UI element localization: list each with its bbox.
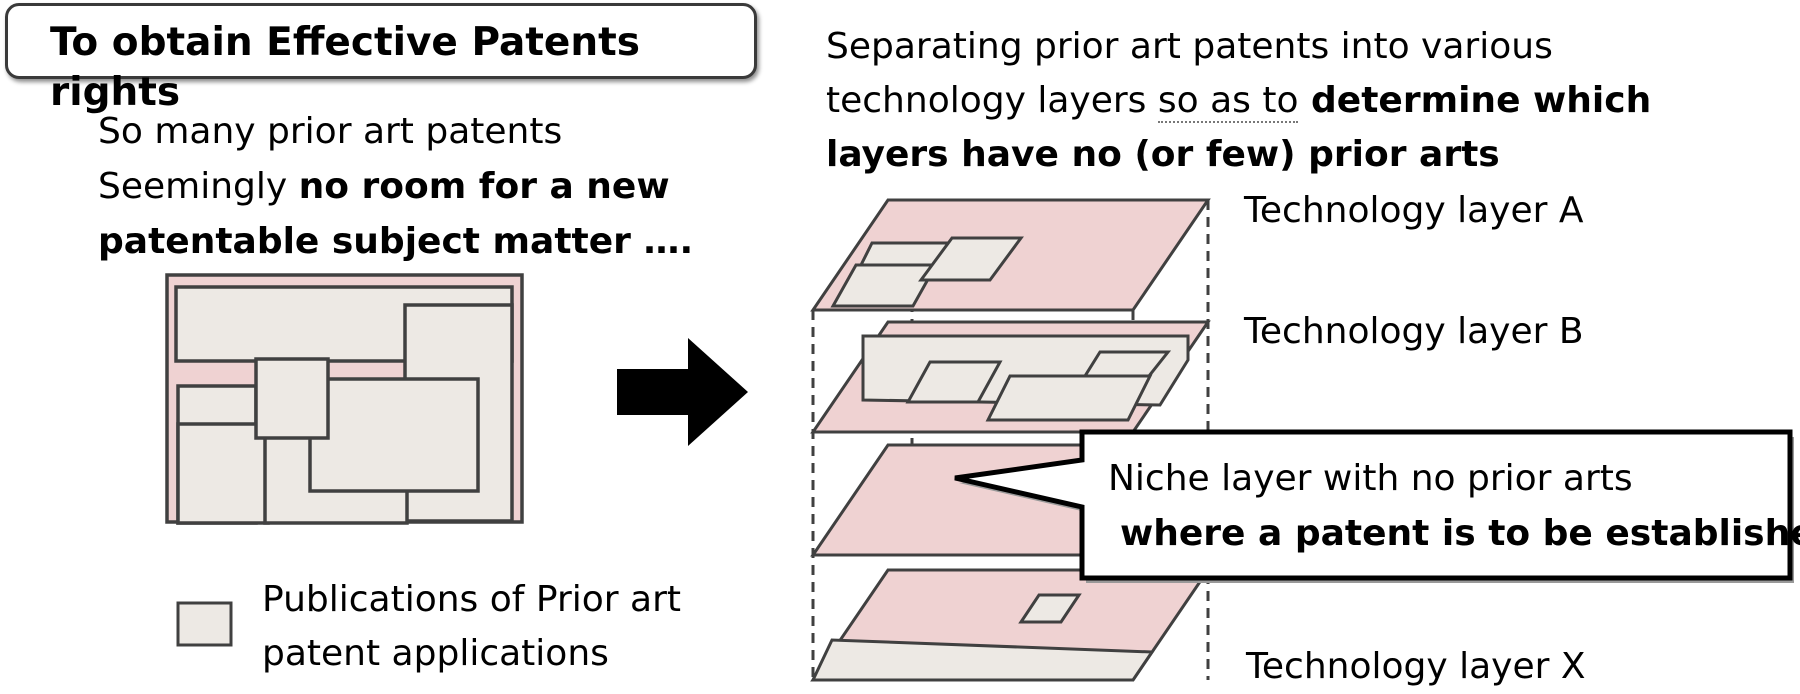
right-line-1: Separating prior art patents into variou… [826, 26, 1553, 67]
patent-block [918, 236, 1024, 282]
right-arrow-icon [617, 338, 748, 446]
niche-callout [954, 429, 1794, 583]
callout-text: Niche layer with no prior arts where a p… [1108, 451, 1800, 561]
patent-block [810, 638, 1155, 682]
callout-line-1: Niche layer with no prior arts [1108, 458, 1633, 499]
legend-label-2: patent applications [262, 633, 609, 674]
callout-line-2: where a patent is to be established [1120, 513, 1800, 554]
patent-block [1018, 593, 1082, 624]
title-box: To obtain Effective Patents rights [5, 3, 757, 115]
layer-x-label: Technology layer X [1246, 646, 1586, 687]
layer-a-label: Technology layer A [1244, 190, 1584, 231]
patent-block [308, 377, 480, 493]
layer-b-label: Technology layer B [1244, 311, 1584, 352]
patent-block [985, 374, 1153, 422]
left-line-3: patentable subject matter …. [98, 221, 694, 262]
legend-swatch [176, 601, 233, 647]
patent-block [905, 360, 1003, 404]
title: To obtain Effective Patents rights [50, 20, 641, 115]
prior-art-map [165, 273, 524, 525]
layer-stack [810, 198, 1211, 682]
patent-block [254, 357, 330, 440]
legend-label-1: Publications of Prior art [262, 579, 682, 620]
right-line-2: technology layers so as to determine whi… [826, 80, 1652, 123]
left-line-2: Seemingly no room for a new [98, 166, 670, 207]
right-line-3: layers have no (or few) prior arts [826, 134, 1500, 175]
left-line-1: So many prior art patents [98, 111, 563, 152]
